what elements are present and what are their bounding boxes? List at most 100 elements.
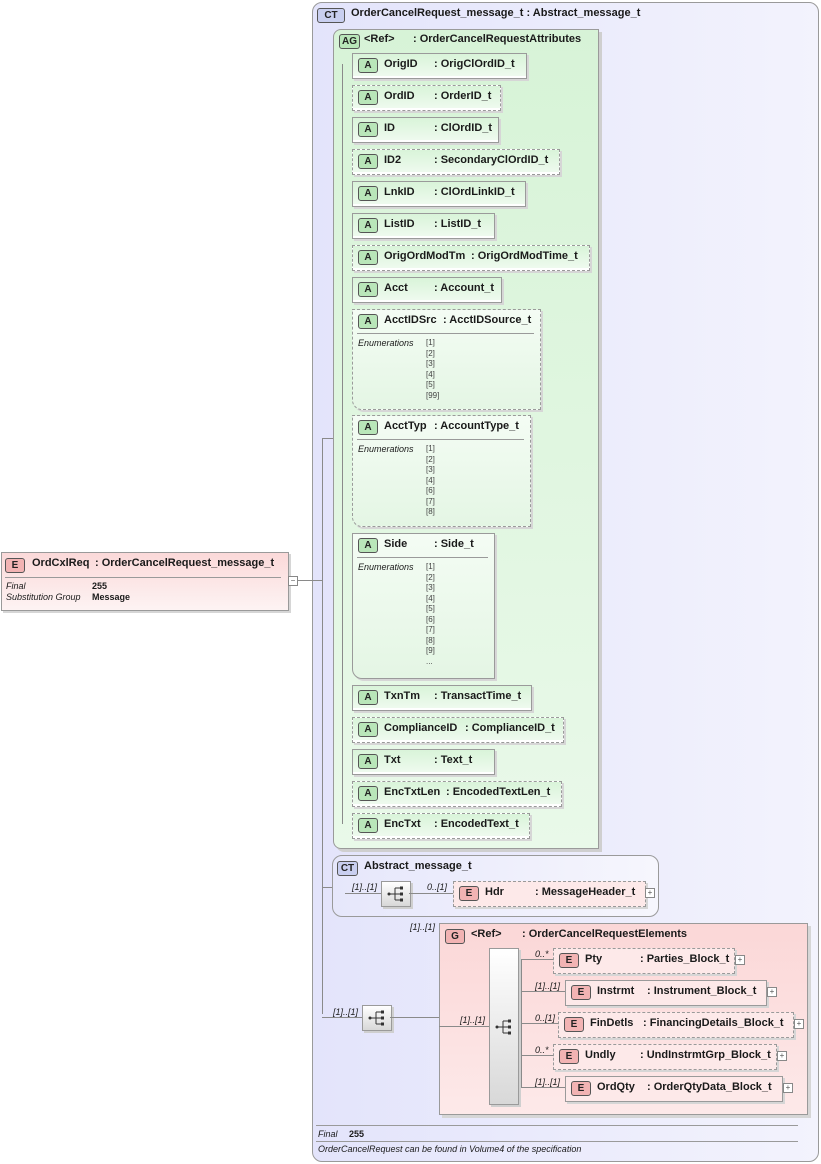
multiplicity: [1]..[1] bbox=[460, 1015, 486, 1025]
element-name: Hdr bbox=[485, 886, 504, 898]
connector bbox=[322, 438, 323, 1014]
element-type: : FinancingDetails_Block_t bbox=[643, 1017, 784, 1029]
attribute-type: : EncodedText_t bbox=[434, 818, 519, 830]
attribute-type: : EncodedTextLen_t bbox=[446, 786, 551, 798]
sequence-icon[interactable] bbox=[489, 948, 519, 1105]
connector bbox=[322, 887, 333, 888]
abstract-type-title: Abstract_message_t bbox=[364, 860, 472, 872]
enumeration-values: [1] [2] [3] [4] [5] [99] bbox=[426, 338, 440, 400]
a-icon: A bbox=[358, 690, 378, 705]
plus-icon[interactable]: + bbox=[767, 987, 777, 997]
connector bbox=[521, 1087, 565, 1088]
attribute-type: : Account_t bbox=[434, 282, 495, 294]
attribute-type: : Text_t bbox=[434, 754, 473, 766]
attribute-name: ComplianceID bbox=[384, 722, 458, 734]
attribute-name: OrdID bbox=[384, 90, 415, 102]
attribute-name: ID2 bbox=[384, 154, 402, 166]
a-icon: A bbox=[358, 314, 378, 329]
footer-divider bbox=[316, 1141, 798, 1142]
a-icon: A bbox=[358, 754, 378, 769]
g-badge: G bbox=[445, 929, 465, 944]
attribute-group-ref: <Ref> bbox=[364, 33, 395, 45]
sequence-icon[interactable] bbox=[381, 881, 411, 907]
attribute-txt[interactable]: A Txt : Text_t bbox=[352, 749, 495, 775]
attribute-type: : ClOrdID_t bbox=[434, 122, 493, 134]
sequence-icon[interactable] bbox=[362, 1005, 392, 1031]
e-icon: E bbox=[459, 886, 479, 901]
attribute-enctxt[interactable]: A EncTxt : EncodedText_t bbox=[352, 813, 530, 839]
minus-icon[interactable]: − bbox=[288, 576, 298, 586]
plus-icon[interactable]: + bbox=[783, 1083, 793, 1093]
attribute-name: TxnTm bbox=[384, 690, 421, 702]
attribute-name: ID bbox=[384, 122, 395, 134]
element-pty[interactable]: E Pty : Parties_Block_t bbox=[553, 948, 735, 974]
element-name: Instrmt bbox=[597, 985, 635, 997]
enumerations-label: Enumerations bbox=[358, 562, 414, 572]
attribute-type: : ClOrdLinkID_t bbox=[434, 186, 515, 198]
sequence-glyph bbox=[387, 886, 403, 902]
attribute-acct[interactable]: A Acct : Account_t bbox=[352, 277, 502, 303]
attribute-name: AcctIDSrc bbox=[384, 314, 437, 326]
plus-icon[interactable]: + bbox=[645, 888, 655, 898]
root-element-type: : OrderCancelRequest_message_t bbox=[95, 557, 275, 569]
ag-trunk bbox=[342, 64, 343, 824]
plus-icon[interactable]: + bbox=[794, 1019, 804, 1029]
attribute-origordmodtm[interactable]: A OrigOrdModTm : OrigOrdModTime_t bbox=[352, 245, 590, 271]
element-name: FinDetls bbox=[590, 1017, 634, 1029]
element-findetls[interactable]: E FinDetls : FinancingDetails_Block_t bbox=[558, 1012, 794, 1038]
attribute-id2[interactable]: A ID2 : SecondaryClOrdID_t bbox=[352, 149, 560, 175]
attribute-name: EncTxtLen bbox=[384, 786, 441, 798]
a-icon: A bbox=[358, 90, 378, 105]
attribute-ordid[interactable]: A OrdID : OrderID_t bbox=[352, 85, 501, 111]
connector bbox=[390, 1017, 439, 1018]
multiplicity: [1]..[1] bbox=[352, 882, 378, 892]
attribute-id[interactable]: A ID : ClOrdID_t bbox=[352, 117, 499, 143]
a-icon: A bbox=[358, 722, 378, 737]
multiplicity: [1]..[1] bbox=[410, 922, 436, 932]
element-hdr[interactable]: E Hdr : MessageHeader_t bbox=[453, 881, 646, 907]
prop-value: Message bbox=[92, 592, 131, 602]
root-divider bbox=[5, 577, 281, 578]
element-instrmt[interactable]: E Instrmt : Instrument_Block_t bbox=[565, 980, 767, 1006]
connector bbox=[298, 580, 322, 581]
multiplicity: [1]..[1] bbox=[535, 1077, 561, 1087]
e-icon: E bbox=[5, 558, 25, 573]
root-element-box[interactable] bbox=[1, 552, 289, 611]
multiplicity: 0..[1] bbox=[427, 882, 448, 892]
e-icon: E bbox=[559, 1049, 579, 1064]
attribute-group-name: : OrderCancelRequestAttributes bbox=[413, 33, 582, 45]
attribute-lnkid[interactable]: A LnkID : ClOrdLinkID_t bbox=[352, 181, 526, 207]
element-ordqty[interactable]: E OrdQty : OrderQtyData_Block_t bbox=[565, 1076, 783, 1102]
a-icon: A bbox=[358, 250, 378, 265]
attribute-origid[interactable]: OrigID A OrigID : OrigClOrdID_t bbox=[352, 53, 527, 79]
element-name: Pty bbox=[585, 953, 603, 965]
attribute-listid[interactable]: A ListID : ListID_t bbox=[352, 213, 495, 239]
ag-badge: AG bbox=[339, 34, 360, 49]
attribute-txntm[interactable]: A TxnTm : TransactTime_t bbox=[352, 685, 532, 711]
element-type: : Parties_Block_t bbox=[640, 953, 730, 965]
element-name: OrdQty bbox=[597, 1081, 635, 1093]
attribute-type: : Side_t bbox=[434, 538, 474, 550]
attribute-type: : ListID_t bbox=[434, 218, 482, 230]
attribute-type: : OrigClOrdID_t bbox=[434, 58, 515, 70]
attribute-type: : OrderID_t bbox=[434, 90, 492, 102]
attribute-complianceid[interactable]: A ComplianceID : ComplianceID_t bbox=[352, 717, 564, 743]
group-ref: <Ref> bbox=[471, 928, 502, 940]
attribute-acctidsrc[interactable]: A AcctIDSrc : AcctIDSource_t Enumeration… bbox=[352, 309, 541, 410]
attribute-type: : AcctIDSource_t bbox=[443, 314, 532, 326]
a-icon: A bbox=[358, 186, 378, 201]
attribute-enctxtlen[interactable]: A EncTxtLen : EncodedTextLen_t bbox=[352, 781, 562, 807]
root-element-name: OrdCxlReq bbox=[32, 557, 90, 569]
attribute-name: Txt bbox=[384, 754, 401, 766]
attribute-type: : SecondaryClOrdID_t bbox=[434, 154, 549, 166]
prop-label: Substitution Group bbox=[6, 592, 81, 602]
prop-value: 255 bbox=[92, 581, 108, 591]
plus-icon[interactable]: + bbox=[735, 955, 745, 965]
attribute-accttyp[interactable]: A AcctTyp : AccountType_t Enumerations [… bbox=[352, 415, 531, 527]
element-undly[interactable]: E Undly : UndInstrmtGrp_Block_t bbox=[553, 1044, 777, 1070]
complex-type-title: OrderCancelRequest_message_t : Abstract_… bbox=[351, 7, 640, 19]
plus-icon[interactable]: + bbox=[777, 1051, 787, 1061]
prop-label: Final bbox=[6, 581, 26, 591]
ct-badge: CT bbox=[317, 8, 345, 23]
attribute-side[interactable]: A Side : Side_t Enumerations [1] [2] [3]… bbox=[352, 533, 495, 679]
